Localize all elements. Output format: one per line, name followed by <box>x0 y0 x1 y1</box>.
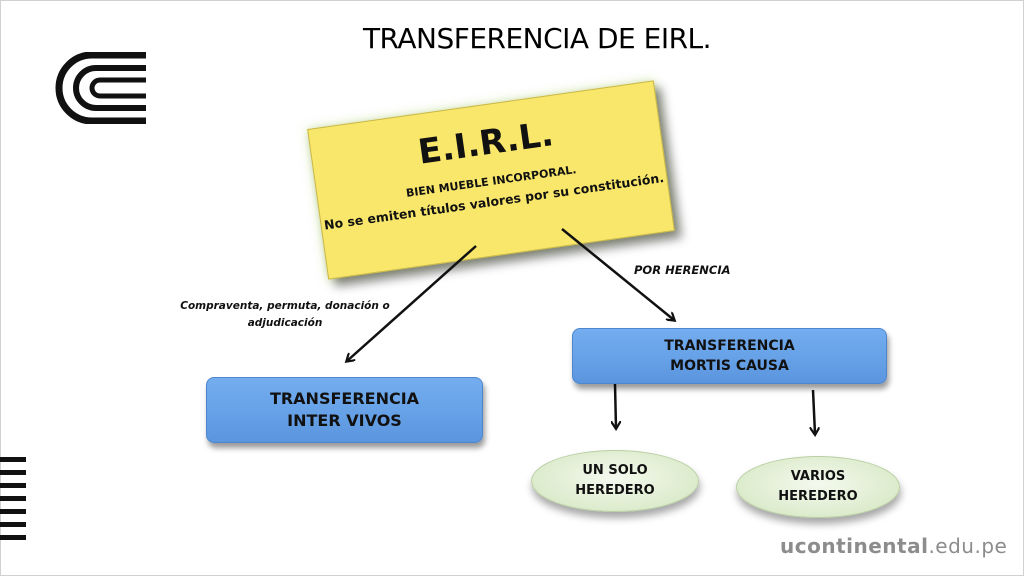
continental-logo-icon <box>55 52 146 124</box>
inter-line-2: INTER VIVOS <box>287 411 402 430</box>
mortis-causa-box: TRANSFERENCIA MORTIS CAUSA <box>572 328 887 384</box>
brand-domain: .edu.pe <box>928 534 1008 558</box>
varios-line-1: VARIOS <box>790 469 846 484</box>
por-herencia-label: POR HERENCIA <box>634 263 731 277</box>
un-solo-heredero-node: UN SOLO HEREDERO <box>531 450 699 512</box>
arrow-to-mortis-causa <box>561 228 674 320</box>
varios-line-2: HEREDERO <box>778 489 858 504</box>
arrow-to-un-solo <box>615 383 616 428</box>
transfer-methods-label: Compraventa, permuta, donación o adjudic… <box>180 300 390 329</box>
inter-line-1: TRANSFERENCIA <box>269 389 420 408</box>
solo-line-2: HEREDERO <box>575 483 655 498</box>
varios-heredero-node: VARIOS HEREDERO <box>736 456 900 518</box>
mortis-line-1: TRANSFERENCIA <box>664 338 795 354</box>
brand-url: ucontinental.edu.pe <box>780 534 1007 558</box>
mortis-line-2: MORTIS CAUSA <box>670 358 789 374</box>
slide-title: TRANSFERENCIA DE EIRL. <box>362 22 712 55</box>
brand-name: ucontinental <box>780 534 929 558</box>
arrow-to-varios <box>813 389 815 434</box>
side-stripes-icon <box>0 457 26 540</box>
inter-vivos-box: TRANSFERENCIA INTER VIVOS <box>206 377 483 443</box>
solo-line-1: UN SOLO <box>582 463 648 478</box>
arrow-to-inter-vivos <box>347 245 477 361</box>
